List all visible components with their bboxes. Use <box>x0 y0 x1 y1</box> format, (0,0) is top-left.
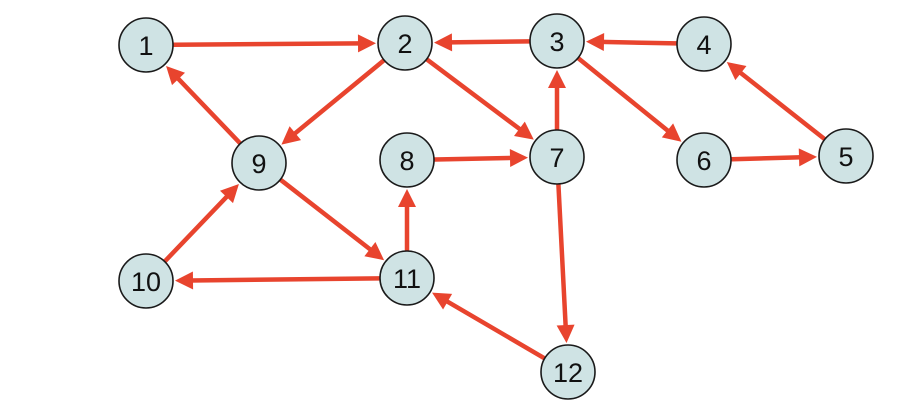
node-10: 10 <box>118 253 174 309</box>
node-circle <box>818 128 874 184</box>
edge-line <box>171 41 364 48</box>
node-label: 3 <box>549 27 564 57</box>
edge-11-to-10 <box>174 271 382 290</box>
node-label: 10 <box>131 267 161 297</box>
node-label: 4 <box>696 30 711 60</box>
node-label: 1 <box>138 31 153 61</box>
arrowhead-icon <box>585 32 605 51</box>
edge-1-to-2 <box>171 34 377 53</box>
edge-3-to-2 <box>433 33 532 52</box>
arrowhead-icon <box>548 70 566 88</box>
edge-5-to-4 <box>726 61 827 141</box>
arrowhead-icon <box>174 271 194 290</box>
node-9: 9 <box>231 135 287 191</box>
node-circle <box>231 135 287 191</box>
node-8: 8 <box>379 132 435 188</box>
arrowhead-icon <box>798 148 818 167</box>
edge-line <box>729 154 805 162</box>
edge-3-to-6 <box>576 56 682 142</box>
node-label: 2 <box>397 29 412 59</box>
node-circle <box>118 253 174 309</box>
arrowhead-icon <box>433 33 453 52</box>
node-7: 7 <box>529 129 585 185</box>
edge-2-to-7 <box>425 57 534 140</box>
edges-layer <box>163 32 827 361</box>
edge-10-to-9 <box>163 183 239 264</box>
arrowhead-icon <box>726 61 747 81</box>
edge-12-to-11 <box>432 292 547 361</box>
edge-line <box>425 57 525 133</box>
node-circle <box>529 13 585 69</box>
edge-7-to-12 <box>556 182 575 344</box>
edge-line <box>432 155 516 162</box>
arrowhead-icon <box>364 242 385 261</box>
node-label: 7 <box>549 143 564 173</box>
edge-line <box>556 182 569 331</box>
arrowhead-icon <box>357 34 377 53</box>
node-circle <box>118 17 174 73</box>
node-label: 6 <box>696 146 711 176</box>
edge-line <box>187 276 382 283</box>
edge-line <box>174 74 242 146</box>
arrowhead-icon <box>166 65 186 86</box>
node-4: 4 <box>676 16 732 72</box>
arrowhead-icon <box>281 126 302 145</box>
edge-line <box>446 39 532 45</box>
node-circle <box>540 344 596 400</box>
arrowhead-icon <box>509 148 529 167</box>
edge-line <box>163 192 231 264</box>
edge-line <box>576 56 673 135</box>
edge-7-to-3 <box>548 70 566 132</box>
edge-8-to-7 <box>432 148 529 167</box>
edge-9-to-11 <box>278 177 385 261</box>
node-label: 5 <box>838 142 853 172</box>
arrowhead-icon <box>556 324 575 344</box>
arrowhead-icon <box>219 183 239 204</box>
node-label: 8 <box>399 146 414 176</box>
arrowhead-icon <box>661 123 682 142</box>
node-circle <box>379 132 435 188</box>
edge-line <box>598 39 679 46</box>
edge-4-to-3 <box>585 32 679 51</box>
edge-11-to-8 <box>398 189 416 253</box>
node-3: 3 <box>529 13 585 69</box>
node-6: 6 <box>676 132 732 188</box>
node-label: 11 <box>393 264 421 294</box>
edge-2-to-9 <box>281 58 386 145</box>
edge-line <box>278 177 375 254</box>
node-2: 2 <box>377 15 433 71</box>
arrowhead-icon <box>398 189 416 207</box>
arrowhead-icon <box>432 292 453 310</box>
edge-6-to-5 <box>729 148 818 167</box>
node-circle <box>676 132 732 188</box>
node-12: 12 <box>540 344 596 400</box>
node-5: 5 <box>818 128 874 184</box>
node-circle <box>377 15 433 71</box>
edge-line <box>736 68 827 141</box>
edge-9-to-1 <box>166 65 242 146</box>
arrowhead-icon <box>514 121 534 140</box>
node-11: 11 <box>379 250 435 306</box>
node-circle <box>676 16 732 72</box>
node-label: 9 <box>251 149 266 179</box>
node-1: 1 <box>118 17 174 73</box>
edge-line <box>442 297 547 361</box>
node-circle <box>379 250 435 306</box>
node-circle <box>529 129 585 185</box>
edge-line <box>290 58 386 138</box>
node-label: 12 <box>553 358 583 388</box>
